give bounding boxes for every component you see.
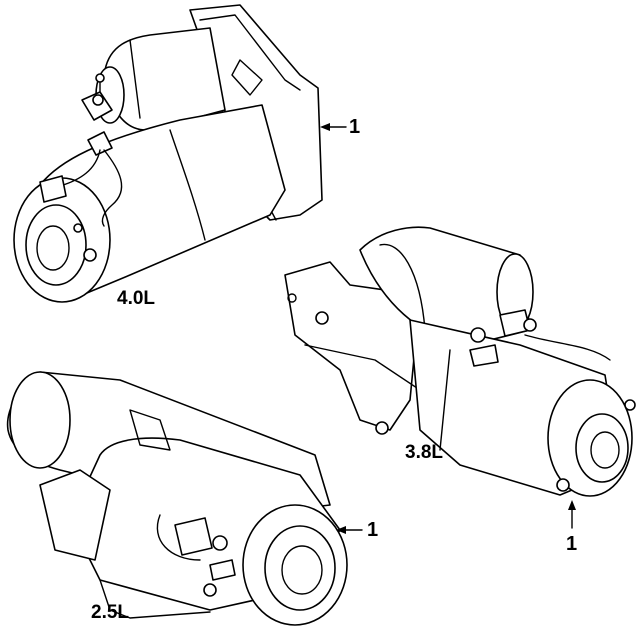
leader-arrow-bottom-left <box>336 526 363 534</box>
engine-label-4-0l: 4.0L <box>117 288 156 309</box>
starter-3-8l <box>284 226 636 497</box>
starter-2-5l <box>6 371 348 626</box>
callout-number-bottom-left: 1 <box>367 519 379 541</box>
callout-number-bottom-right: 1 <box>566 533 578 555</box>
leader-arrow-top <box>320 123 347 131</box>
starter-4-0l <box>13 4 323 303</box>
engine-label-3-8l: 3.8L <box>405 442 444 463</box>
leader-arrow-bottom-right <box>568 500 576 529</box>
engine-label-2-5l: 2.5L <box>91 602 130 623</box>
callout-number-top: 1 <box>349 116 361 138</box>
